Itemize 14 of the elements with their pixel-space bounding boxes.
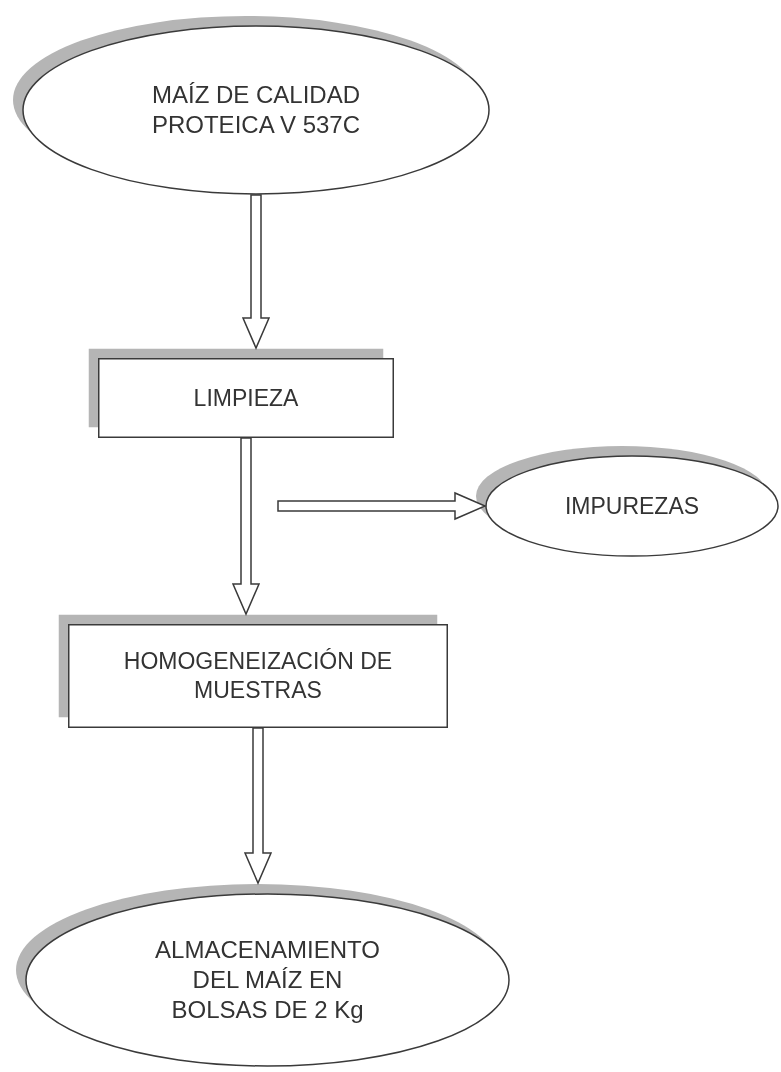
terminal-ellipse [475, 445, 779, 557]
node-label: MAÍZ DE CALIDAD PROTEICA V 537C [150, 80, 362, 140]
block-arrow [231, 437, 261, 616]
process-box [58, 614, 448, 728]
node-label: IMPUREZAS [563, 491, 701, 521]
node-label: HOMOGENEIZACIÓN DE MUESTRAS [122, 647, 394, 705]
process-box [88, 348, 394, 438]
terminal-ellipse [15, 883, 510, 1067]
block-arrow [243, 727, 273, 885]
node-label: LIMPIEZA [192, 383, 300, 413]
block-arrow [241, 194, 271, 350]
terminal-ellipse [12, 15, 490, 195]
block-arrow [277, 491, 487, 521]
node-label: ALMACENAMIENTO DEL MAÍZ EN BOLSAS DE 2 Kg [154, 935, 381, 1025]
